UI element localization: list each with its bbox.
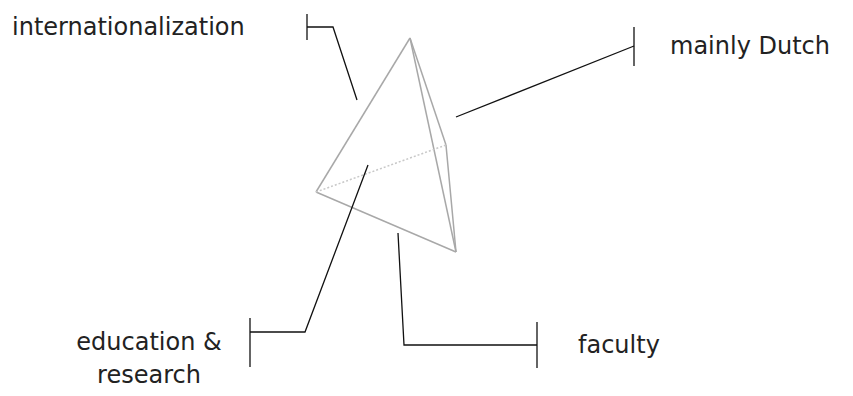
hidden-edge [316, 145, 446, 192]
callout-label: mainly Dutch [670, 30, 830, 63]
leader-line [307, 27, 357, 100]
leader-lines [250, 14, 634, 368]
tetra-edge [446, 145, 456, 252]
tetra-edge [316, 192, 456, 252]
leader-line [398, 233, 537, 345]
tetra-edge [410, 38, 446, 145]
leader-line [250, 165, 368, 332]
tetra-edge [410, 38, 456, 252]
leader-line [456, 46, 634, 117]
callout-label: faculty [578, 329, 660, 362]
tetrahedron [316, 38, 456, 252]
callout-label: education & research [54, 326, 244, 392]
leader-tick [249, 318, 250, 367]
tetra-edge [316, 38, 410, 192]
callout-label: internationalization [12, 11, 245, 44]
